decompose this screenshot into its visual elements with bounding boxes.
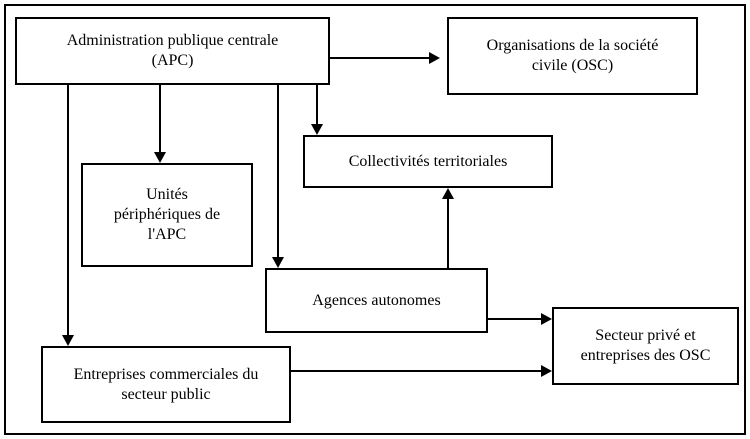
node-apc-label-line1: Administration publique centrale: [66, 32, 279, 49]
node-osc-label-line2: civile (OSC): [531, 57, 614, 74]
node-apc-label-line2: (APC): [151, 52, 194, 69]
node-entreprises-label-line1: Entreprises commerciales du: [73, 365, 259, 383]
node-agences-autonomes: Agences autonomes: [265, 268, 488, 333]
node-unites-label-line1: Unités: [146, 186, 188, 203]
node-secteur-prive: Secteur privé et entreprises des OSC: [552, 307, 739, 385]
node-unites-peripheriques: Unités périphériques de l'APC: [81, 163, 253, 267]
arrow-apc-to-collectivites-arrowhead: [311, 124, 323, 135]
node-unites-label-line3: l'APC: [147, 226, 187, 243]
arrow-apc-to-agences-line: [277, 85, 279, 258]
node-secteur-label-line1: Secteur privé et: [595, 327, 696, 344]
arrow-apc-to-collectivites-line: [316, 85, 318, 125]
arrow-apc-to-unites-arrowhead: [154, 152, 166, 163]
arrow-agences-to-collectivites-line: [447, 198, 449, 268]
arrow-apc-to-entreprises-arrowhead: [62, 335, 74, 346]
node-entreprises-label-line2: secteur public: [121, 385, 211, 403]
arrow-apc-to-unites-line: [159, 85, 161, 153]
arrow-agences-to-secteur-arrowhead: [541, 313, 552, 325]
node-apc: Administration publique centrale (APC): [15, 17, 330, 85]
arrow-apc-to-agences-arrowhead: [272, 257, 284, 268]
node-collectivites-territoriales: Collectivités territoriales: [303, 135, 553, 188]
arrow-apc-to-osc-line: [330, 57, 430, 59]
node-secteur-label-line2: entreprises des OSC: [580, 347, 711, 364]
node-collectivites-label: Collectivités territoriales: [348, 152, 508, 170]
arrow-agences-to-collectivites-arrowhead: [442, 188, 454, 199]
arrow-apc-to-entreprises-line: [67, 85, 69, 336]
diagram-frame: [4, 4, 746, 435]
arrow-apc-to-osc-arrowhead: [429, 52, 440, 64]
arrow-entreprises-to-secteur-arrowhead: [541, 365, 552, 377]
arrow-entreprises-to-secteur-line: [291, 370, 542, 372]
arrow-agences-to-secteur-line: [488, 318, 542, 320]
node-unites-label-line2: périphériques de: [113, 206, 221, 223]
node-osc: Organisations de la société civile (OSC): [447, 17, 698, 95]
node-entreprises-publiques: Entreprises commerciales du secteur publ…: [41, 346, 291, 423]
node-agences-label: Agences autonomes: [312, 291, 441, 309]
node-osc-label-line1: Organisations de la société: [486, 37, 659, 54]
